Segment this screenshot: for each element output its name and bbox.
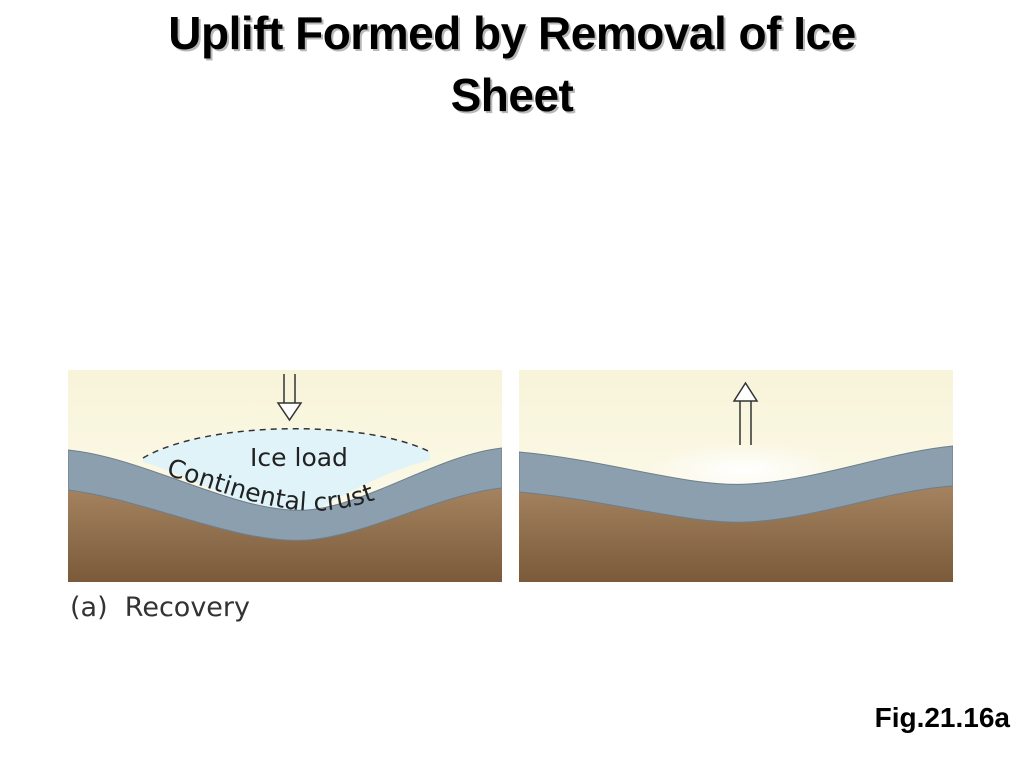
figure-reference: Fig.21.16a — [874, 702, 1010, 733]
panel-ice-loaded: Ice load Continental crust — [68, 370, 502, 582]
mantle — [68, 488, 502, 582]
down-arrow-icon — [276, 374, 303, 422]
up-arrow-icon — [732, 381, 759, 445]
ice-load-label: Ice load — [250, 443, 348, 472]
ice-load — [143, 428, 430, 520]
slide-title: Uplift Formed by Removal of Ice Sheet — [0, 2, 1024, 126]
figure-caption: (a) Recovery — [70, 592, 250, 623]
panel-rebound-diagram — [519, 370, 953, 582]
figure: Ice load Continental crust — [68, 370, 956, 632]
panel-rebound — [519, 370, 953, 582]
continental-crust — [68, 447, 502, 541]
slide-title-line-2: Sheet — [450, 69, 574, 121]
caption-label: (a) — [70, 592, 108, 623]
panel-ice-loaded-diagram: Ice load Continental crust — [68, 370, 502, 582]
slide-title-line-1: Uplift Formed by Removal of Ice — [168, 7, 856, 59]
continental-crust — [519, 445, 953, 523]
mantle — [519, 486, 953, 582]
caption-text: Recovery — [124, 592, 250, 623]
ice-dashed-outline — [142, 428, 431, 459]
